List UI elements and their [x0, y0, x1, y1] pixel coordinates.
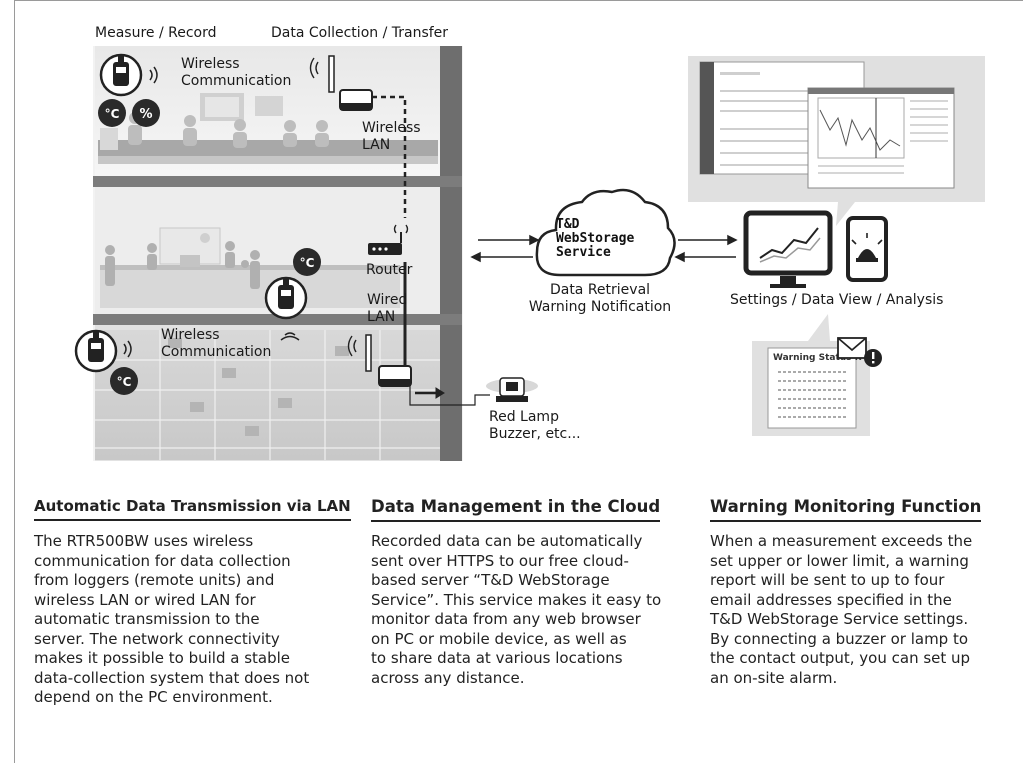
label-data-collection: Data Collection / Transfer	[271, 25, 449, 41]
logger-icon-middle	[264, 276, 308, 320]
label-line: Wireless	[181, 56, 240, 72]
body-line: server. The network connectivity	[34, 629, 280, 648]
warehouse-scene	[95, 330, 440, 460]
body-line: makes it possible to build a stable	[34, 649, 291, 667]
label-router: Router	[366, 262, 413, 278]
sync-arrows-left	[470, 234, 540, 263]
body-line: By connecting a buzzer or lamp to	[710, 629, 969, 648]
humidity-icon: %	[132, 99, 160, 127]
wireless-waves-icon	[123, 66, 300, 358]
svg-text:°C: °C	[300, 256, 315, 270]
body-line: across any distance.	[371, 668, 525, 687]
body-line: When a measurement exceeds the	[710, 532, 973, 550]
body-line: from loggers (remote units) and	[34, 571, 275, 589]
body-line: set upper or lower limit, a warning	[710, 551, 969, 570]
body-line: sent over HTTPS to our free cloud-	[371, 551, 629, 570]
cloud-icon	[535, 188, 676, 277]
body-line: T&D WebStorage Service settings.	[710, 610, 969, 628]
celsius-icon-middle: °C	[293, 248, 321, 276]
celsius-icon-top: °C	[98, 99, 126, 127]
label-line: Communication	[181, 73, 292, 89]
body-line: an on-site alarm.	[710, 668, 838, 687]
label-data-retrieval: Data Retrieval Warning Notification	[525, 282, 675, 316]
base-unit-top	[309, 55, 373, 111]
logger-icon-top	[99, 53, 143, 97]
label-line: Warning Notification	[528, 299, 672, 315]
column-title-warning: Warning Monitoring Function	[710, 497, 982, 522]
body-line: based server “T&D WebStorage	[371, 571, 610, 589]
label-line: T&D	[556, 217, 580, 232]
label-wired-lan: Wired LAN	[367, 292, 407, 326]
label-line: Service	[556, 245, 611, 260]
label-line: WebStorage	[556, 231, 635, 246]
system-diagram: °C % °C °C	[74, 46, 985, 461]
label-line: Communication	[161, 344, 272, 360]
label-line: LAN	[362, 137, 391, 153]
body-line: Recorded data can be automatically	[371, 532, 643, 550]
body-line: wireless LAN or wired LAN for	[34, 590, 256, 609]
monitor-icon	[743, 210, 833, 288]
body-line: on PC or mobile device, as well as	[371, 629, 627, 648]
body-line: to share data at various locations	[371, 649, 623, 667]
figure-frame	[14, 0, 1023, 763]
sync-arrows-right	[674, 234, 738, 263]
label-wireless-lan: Wireless LAN	[362, 120, 421, 154]
label-red-lamp: Red Lamp Buzzer, etc...	[489, 409, 581, 443]
label-wireless-comm-top: Wireless Communication	[181, 56, 291, 90]
body-line: data-collection system that does not	[34, 668, 310, 687]
label-settings-view: Settings / Data View / Analysis	[730, 292, 944, 308]
svg-text:Warning Status R: Warning Status R	[773, 353, 862, 363]
body-line: the contact output, you can set up	[710, 649, 971, 667]
label-line: Buzzer, etc...	[489, 426, 581, 442]
body-line: Service”. This service makes it easy to	[371, 590, 662, 609]
router-icon	[368, 224, 409, 255]
body-line: email addresses specified in the	[710, 590, 952, 609]
smartphone-icon	[846, 216, 888, 282]
column-title-cloud: Data Management in the Cloud	[371, 497, 661, 522]
warning-report-bubble: Warning Status R	[752, 314, 882, 436]
svg-text:°C: °C	[105, 107, 120, 121]
body-line: automatic transmission to the	[34, 610, 260, 628]
logger-icon-bottom	[74, 329, 118, 373]
body-line: communication for data collection	[34, 551, 291, 570]
label-line: Wireless	[161, 327, 220, 343]
red-lamp-icon	[486, 377, 538, 402]
body-line: report will be sent to up to four	[710, 571, 945, 589]
column-title-lan: Automatic Data Transmission via LAN	[34, 497, 351, 521]
label-line: Wireless	[362, 120, 421, 136]
label-line: Wired	[367, 292, 408, 308]
cloud-label: T&D WebStorage Service	[556, 218, 634, 260]
label-wireless-comm-bottom: Wireless Communication	[161, 327, 271, 361]
body-line: monitor data from any web browser	[371, 610, 641, 628]
body-line: The RTR500BW uses wireless	[34, 532, 254, 550]
body-line: depend on the PC environment.	[34, 688, 273, 706]
svg-text:°C: °C	[117, 375, 132, 389]
software-screenshot	[688, 56, 985, 226]
label-line: Data Retrieval	[549, 282, 651, 298]
reception-scene	[100, 227, 400, 308]
svg-text:%: %	[139, 107, 152, 122]
connection-lines	[372, 95, 490, 406]
label-line: Red Lamp	[489, 409, 559, 425]
office-scene	[98, 93, 438, 164]
base-unit-bottom	[347, 334, 412, 387]
label-line: LAN	[367, 309, 396, 325]
label-measure-record: Measure / Record	[95, 25, 217, 41]
celsius-icon-bottom: °C	[110, 367, 138, 395]
